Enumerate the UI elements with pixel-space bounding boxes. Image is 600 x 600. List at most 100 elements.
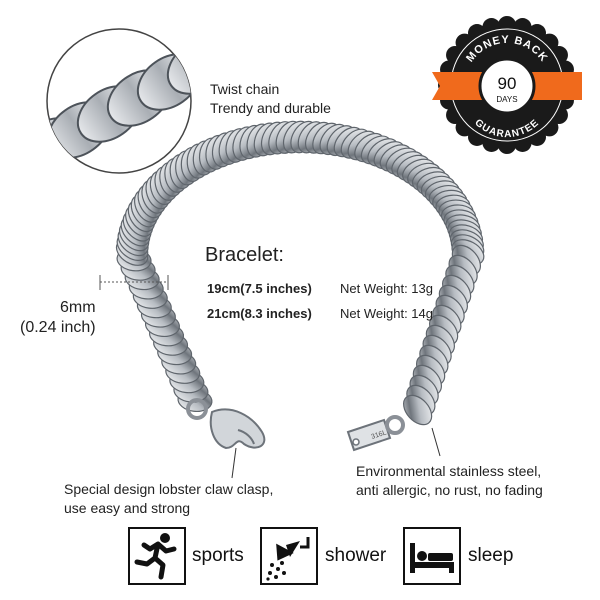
twist-chain-title: Twist chain <box>210 81 280 97</box>
chain-link <box>173 379 209 403</box>
chain-link <box>130 194 158 228</box>
chain-link <box>128 276 164 300</box>
chain-link <box>445 264 475 296</box>
chain-link <box>132 285 168 309</box>
chain-link <box>354 132 385 163</box>
chain-link <box>239 124 265 160</box>
chain-link <box>165 360 201 384</box>
chain-link <box>373 141 406 170</box>
chain-link <box>403 394 433 426</box>
chain-link <box>448 224 484 249</box>
chain-link <box>275 120 302 154</box>
end-tag: 316L <box>346 415 405 452</box>
spec-size-2: 21cm(8.3 inches) <box>207 306 312 321</box>
clasp-stamp: 316L <box>370 429 387 441</box>
chain-link <box>447 219 482 244</box>
chain-link <box>448 254 478 286</box>
spec-weight-2: Net Weight: 14g <box>340 306 433 321</box>
activity-label-sleep: sleep <box>468 545 514 566</box>
chain-link <box>268 121 295 155</box>
chain-link <box>443 209 479 233</box>
chain-link <box>115 238 149 266</box>
money-back-badge: MONEY BACK GUARANTEE 90 DAYS <box>432 10 582 160</box>
chain-link <box>116 233 149 261</box>
chain-link <box>218 130 243 165</box>
chain-link <box>169 369 205 394</box>
chain-link <box>232 126 257 161</box>
chain-link <box>125 205 154 237</box>
chain-link <box>177 388 213 413</box>
chain-link <box>157 341 193 366</box>
chain-link <box>419 344 449 376</box>
chain-link <box>127 200 156 233</box>
chain-link <box>192 140 216 176</box>
chain-link <box>297 121 325 154</box>
chain-link <box>379 144 412 172</box>
chain-link <box>347 130 378 161</box>
chain-link <box>290 120 318 154</box>
chain-link <box>118 221 150 252</box>
chain-link <box>445 214 481 239</box>
chain-link <box>133 189 161 223</box>
chain-link <box>428 184 464 209</box>
spec-size-1: 19cm(7.5 inches) <box>207 281 312 296</box>
chain-link <box>451 239 485 266</box>
chain-link <box>451 244 481 276</box>
chain-link <box>145 175 171 210</box>
chain-link <box>432 189 468 214</box>
chain-link <box>391 151 424 178</box>
chain-zoom-circle <box>44 26 194 176</box>
clasp-callout-line1: Special design lobster claw clasp, <box>64 481 274 497</box>
chain-link <box>116 247 152 272</box>
chain-link <box>246 123 272 158</box>
bed-icon <box>403 527 461 585</box>
chain-link <box>440 204 477 228</box>
badge-days-number: 90 <box>498 74 517 93</box>
spec-heading: Bracelet: <box>205 244 284 266</box>
chain-link <box>438 284 468 316</box>
chain-link <box>449 229 484 255</box>
chain-link <box>117 227 149 257</box>
chain-link <box>442 274 472 306</box>
chain-link <box>153 332 189 356</box>
activity-label-shower: shower <box>325 545 387 566</box>
chain-link <box>385 147 418 175</box>
chain-link <box>435 294 465 326</box>
chain-link <box>416 354 446 386</box>
chain-link <box>161 351 197 375</box>
chain-link <box>326 125 356 157</box>
chain-link <box>438 199 474 223</box>
chain-link <box>124 266 160 291</box>
chain-link <box>120 216 151 247</box>
chain-link <box>205 134 229 170</box>
chain-link <box>340 128 371 159</box>
chain-link <box>407 162 441 189</box>
runner-icon <box>128 527 186 585</box>
chain-link <box>144 313 181 338</box>
steel-callout-line1: Environmental stainless steel, <box>356 463 542 479</box>
chain-link <box>416 171 451 196</box>
chain-link <box>304 121 333 154</box>
chain-link <box>211 132 236 168</box>
chain-link <box>122 210 152 242</box>
chain-link <box>411 166 446 192</box>
clasp-callout-line2: use easy and strong <box>64 500 191 516</box>
width-mm: 6mm <box>60 299 96 316</box>
spec-weight-1: Net Weight: 13g <box>340 281 433 296</box>
chain-link <box>333 126 363 158</box>
chain-link <box>425 324 455 356</box>
chain-link <box>420 175 456 200</box>
chain-link <box>319 123 348 156</box>
shower-icon <box>260 527 318 585</box>
chain-link <box>136 294 172 319</box>
chain-link <box>412 364 442 396</box>
chain-link <box>396 154 430 182</box>
chain-link <box>198 137 223 173</box>
activity-label-sports: sports <box>192 545 244 566</box>
chain-link <box>406 384 436 416</box>
chain-link <box>367 138 399 167</box>
twist-chain-subtitle: Trendy and durable <box>210 100 331 116</box>
chain-link <box>422 334 452 366</box>
chain-link <box>137 184 164 219</box>
chain-link <box>450 234 485 260</box>
